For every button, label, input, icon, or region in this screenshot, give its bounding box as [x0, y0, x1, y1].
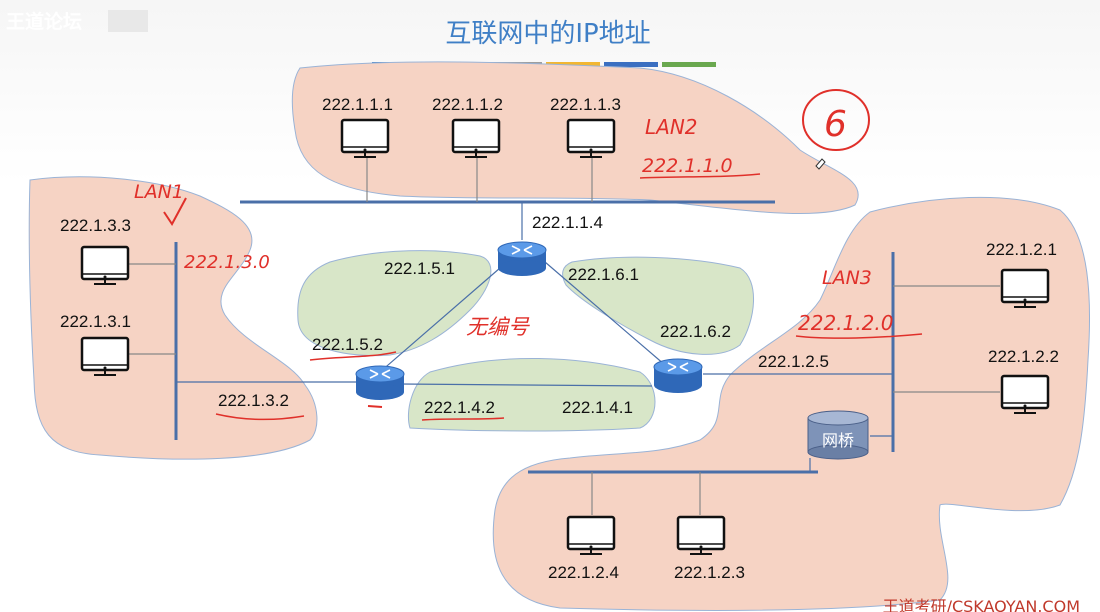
host-lan3-2[interactable]: [1000, 374, 1050, 414]
host-label: 222.1.1.1: [322, 95, 393, 114]
port-label: 222.1.1.4: [532, 213, 603, 232]
host-lan1-2[interactable]: [80, 336, 130, 376]
circled-number: 6: [824, 104, 847, 145]
title-bar-segment: [604, 62, 658, 67]
link-6-region: [562, 256, 754, 355]
lan1-net: 222.1.3.0: [184, 252, 270, 273]
router-left[interactable]: [355, 365, 405, 400]
port-label: 222.1.6.1: [568, 265, 639, 284]
title-bar-segment: [662, 62, 716, 67]
host-lan2-1[interactable]: [340, 118, 390, 158]
page-title: 互联网中的IP地址: [445, 19, 650, 49]
host-label: 222.1.2.4: [548, 563, 619, 582]
lan3-label: LAN3: [822, 267, 872, 289]
watermark: 王道论坛: [6, 10, 82, 33]
annotation-underline: [421, 417, 505, 421]
lan2-label: LAN2: [645, 115, 698, 139]
wires: [128, 156, 1000, 515]
watermark-marks: [108, 10, 148, 32]
annotation-dash: [367, 405, 383, 408]
link-5-region: [297, 250, 492, 357]
port-label: 222.1.6.2: [660, 322, 731, 341]
port-label: 222.1.4.2: [424, 398, 495, 417]
lan3-net-underline: [795, 333, 923, 339]
lan3-region: [492, 196, 1091, 611]
host-lan2-3[interactable]: [566, 118, 616, 158]
host-label: 222.1.1.2: [432, 95, 503, 114]
host-lan2-2[interactable]: [451, 118, 501, 158]
lan3-net: 222.1.2.0: [798, 311, 893, 335]
router-right[interactable]: [653, 358, 703, 393]
port-label: 222.1.3.2: [218, 391, 289, 410]
port-label: 222.1.2.5: [758, 352, 829, 371]
unnumbered-label: 无编号: [466, 315, 530, 339]
router-top[interactable]: [497, 241, 547, 276]
host-lan1-1[interactable]: [80, 245, 130, 285]
bridge[interactable]: 网桥: [807, 410, 869, 460]
host-lan3-4[interactable]: [676, 515, 726, 555]
lan2-net: 222.1.1.0: [642, 155, 733, 177]
link-4-region: [407, 357, 656, 432]
host-label: 222.1.2.1: [986, 240, 1057, 259]
host-lan3-3[interactable]: [566, 515, 616, 555]
lan1-label: LAN1: [134, 181, 184, 203]
host-label: 222.1.2.3: [674, 563, 745, 582]
lan2-net-underline: [639, 173, 761, 179]
port-label: 222.1.4.1: [562, 398, 633, 417]
host-label: 222.1.1.3: [550, 95, 621, 114]
host-label: 222.1.2.2: [988, 347, 1059, 366]
annotation-underline: [309, 351, 397, 361]
circled-number-ring: [802, 89, 870, 151]
port-label: 222.1.5.1: [384, 259, 455, 278]
port-label: 222.1.5.2: [312, 335, 383, 354]
pen-cursor-icon: [815, 158, 826, 170]
lan1-check-mark: [163, 197, 187, 226]
footer-brand: 王道考研/CSKAOYAN.COM: [883, 597, 1080, 612]
bridge-label: 网桥: [822, 431, 854, 450]
annotation-underline: [215, 413, 305, 421]
host-label: 222.1.3.1: [60, 312, 131, 331]
host-lan3-1[interactable]: [1000, 268, 1050, 308]
host-label: 222.1.3.3: [60, 216, 131, 235]
